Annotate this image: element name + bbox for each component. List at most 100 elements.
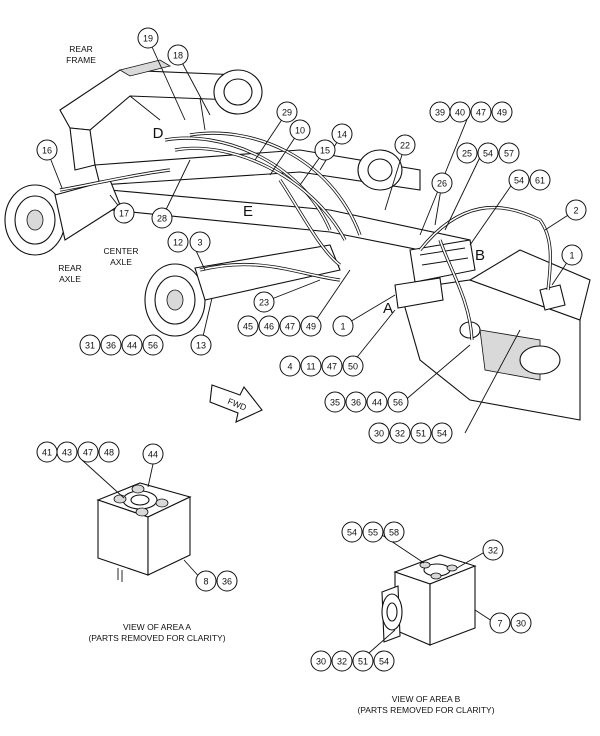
callout-circle bbox=[342, 355, 364, 377]
callout-circle bbox=[449, 101, 471, 123]
callout-circle bbox=[368, 422, 390, 444]
callout-circle bbox=[167, 44, 189, 66]
callout-circle bbox=[142, 443, 164, 465]
callout-30a: 30 bbox=[368, 422, 390, 444]
view-a-subtitle: (PARTS REMOVED FOR CLARITY) bbox=[88, 633, 225, 643]
callout-32c: 32 bbox=[331, 650, 353, 672]
callout-40: 40 bbox=[449, 101, 471, 123]
callout-39: 39 bbox=[429, 101, 451, 123]
callout-13: 13 bbox=[190, 334, 212, 356]
callout-number: 56 bbox=[393, 398, 403, 408]
callout-number: 14 bbox=[337, 130, 347, 140]
callout-number: 39 bbox=[435, 108, 445, 118]
callout-number: 32 bbox=[488, 546, 498, 556]
callout-47b: 47 bbox=[279, 315, 301, 337]
callout-17: 17 bbox=[113, 202, 135, 224]
callout-number: 54 bbox=[379, 657, 389, 667]
callout-25: 25 bbox=[456, 142, 478, 164]
callout-32a: 32 bbox=[389, 422, 411, 444]
callout-number: 3 bbox=[197, 238, 202, 248]
callout-51b: 51 bbox=[352, 650, 374, 672]
callout-circle bbox=[189, 231, 211, 253]
callout-number: 44 bbox=[127, 341, 137, 351]
callout-circle bbox=[300, 315, 322, 337]
callout-35: 35 bbox=[324, 391, 346, 413]
callout-circle bbox=[324, 391, 346, 413]
callout-44a: 44 bbox=[121, 334, 143, 356]
view-area-a: VIEW OF AREA A (PARTS REMOVED FOR CLARIT… bbox=[81, 459, 226, 643]
callout-circle bbox=[345, 391, 367, 413]
callout-44b: 44 bbox=[366, 391, 388, 413]
fwd-arrow: FWD bbox=[209, 384, 263, 423]
callout-circle bbox=[331, 123, 353, 145]
callout-number: 11 bbox=[306, 362, 315, 372]
callout-18: 18 bbox=[167, 44, 189, 66]
callout-circle bbox=[36, 139, 58, 161]
callout-number: 47 bbox=[285, 322, 295, 332]
callout-36b: 36 bbox=[345, 391, 367, 413]
callout-circle bbox=[100, 334, 122, 356]
callout-number: 30 bbox=[374, 429, 384, 439]
rear-axle-label-1: REAR bbox=[58, 263, 82, 273]
callout-circle bbox=[276, 101, 298, 123]
callout-number: 41 bbox=[42, 448, 52, 458]
callout-44c: 44 bbox=[142, 443, 164, 465]
callout-22: 22 bbox=[394, 134, 416, 156]
callout-number: 17 bbox=[119, 209, 129, 219]
callout-19: 19 bbox=[137, 27, 159, 49]
callout-number: 44 bbox=[372, 398, 382, 408]
callout-number: 43 bbox=[62, 448, 72, 458]
callout-circle bbox=[565, 199, 587, 221]
callout-circle bbox=[279, 315, 301, 337]
callout-circle bbox=[389, 422, 411, 444]
callout-circle bbox=[410, 422, 432, 444]
callout-circle bbox=[431, 422, 453, 444]
callout-26: 26 bbox=[431, 172, 453, 194]
callout-circle bbox=[253, 291, 275, 313]
callout-circle bbox=[167, 231, 189, 253]
callout-number: 30 bbox=[516, 619, 526, 629]
callout-number: 40 bbox=[455, 108, 465, 118]
callout-number: 29 bbox=[282, 108, 292, 118]
callout-circle bbox=[314, 139, 336, 161]
callout-54b: 54 bbox=[508, 169, 530, 191]
area-letter-b: B bbox=[475, 247, 485, 264]
callout-50: 50 bbox=[342, 355, 364, 377]
callout-number: 51 bbox=[358, 657, 368, 667]
callout-circle bbox=[431, 172, 453, 194]
callout-number: 36 bbox=[222, 577, 232, 587]
callout-number: 51 bbox=[416, 429, 426, 439]
callout-circle bbox=[195, 570, 217, 592]
callout-4: 4 bbox=[279, 355, 301, 377]
callout-number: 49 bbox=[497, 108, 507, 118]
callout-16: 16 bbox=[36, 139, 58, 161]
callout-number: 54 bbox=[514, 176, 524, 186]
callout-circle bbox=[310, 650, 332, 672]
callout-36c: 36 bbox=[216, 570, 238, 592]
callout-10: 10 bbox=[289, 119, 311, 141]
callout-circle bbox=[394, 134, 416, 156]
callout-15: 15 bbox=[314, 139, 336, 161]
callout-number: 36 bbox=[351, 398, 361, 408]
callout-circle bbox=[190, 334, 212, 356]
callout-circle bbox=[79, 334, 101, 356]
callout-number: 16 bbox=[42, 146, 52, 156]
callout-circle bbox=[477, 142, 499, 164]
callout-number: 19 bbox=[143, 34, 153, 44]
view-b-subtitle: (PARTS REMOVED FOR CLARITY) bbox=[357, 705, 494, 715]
callout-number: 47 bbox=[83, 448, 93, 458]
callout-circle bbox=[366, 391, 388, 413]
center-axle bbox=[144, 244, 341, 337]
callout-54e: 54 bbox=[373, 650, 395, 672]
bracket-area-b bbox=[409, 239, 476, 283]
transmission-housing bbox=[399, 249, 591, 421]
callout-circle bbox=[373, 650, 395, 672]
callout-12: 12 bbox=[167, 231, 189, 253]
callout-circle bbox=[529, 169, 551, 191]
callout-circle bbox=[341, 521, 363, 543]
callout-47d: 47 bbox=[77, 441, 99, 463]
view-b-title: VIEW OF AREA B bbox=[392, 694, 461, 704]
callout-circle bbox=[137, 27, 159, 49]
callout-number: 61 bbox=[535, 176, 545, 186]
callout-circle bbox=[332, 315, 354, 337]
